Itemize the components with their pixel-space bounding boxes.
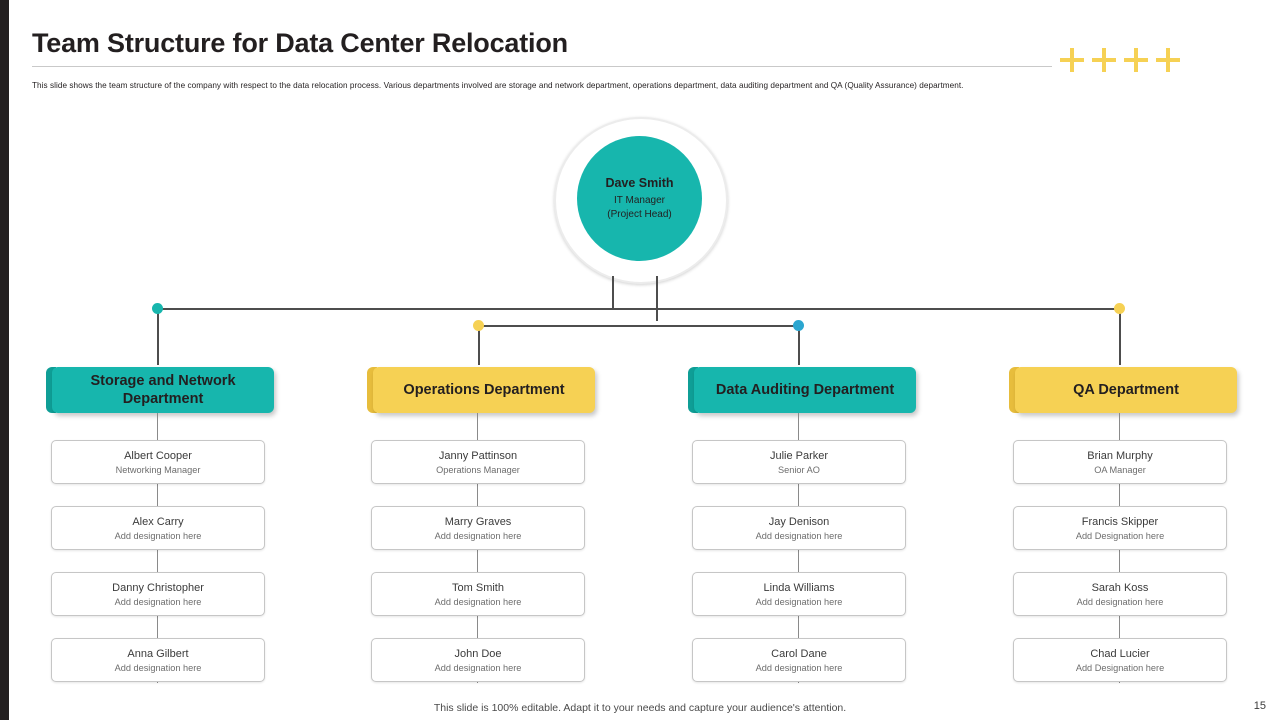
department-title-2: Operations Department <box>403 382 565 398</box>
member-role: Add designation here <box>1076 596 1164 607</box>
member-role: Add Designation here <box>1075 530 1165 541</box>
plus-icon-2 <box>1092 48 1116 72</box>
member-card-2-3[interactable]: Tom Smith Add designation here <box>371 572 585 616</box>
root-node: Dave Smith IT Manager (Project Head) <box>577 136 702 261</box>
connector-drop-2 <box>478 326 480 365</box>
member-name: Tom Smith <box>452 581 504 594</box>
member-role: Add designation here <box>114 530 202 541</box>
member-name: Chad Lucier <box>1090 647 1150 660</box>
connector-bus-upper <box>157 308 1119 310</box>
node-dot-1 <box>152 303 163 314</box>
member-card-3-1[interactable]: Julie Parker Senior AO <box>692 440 906 484</box>
member-card-2-2[interactable]: Marry Graves Add designation here <box>371 506 585 550</box>
member-name: Jay Denison <box>768 515 830 528</box>
member-name: John Doe <box>454 647 502 660</box>
member-card-1-1[interactable]: Albert Cooper Networking Manager <box>51 440 265 484</box>
connector-drop-1 <box>157 309 159 365</box>
root-role-line1: IT Manager <box>614 194 665 206</box>
member-name: Anna Gilbert <box>127 647 189 660</box>
department-title-4: QA Department <box>1073 382 1179 398</box>
member-name: Albert Cooper <box>124 449 192 462</box>
member-name: Brian Murphy <box>1087 449 1153 462</box>
node-dot-4 <box>1114 303 1125 314</box>
member-card-1-4[interactable]: Anna Gilbert Add designation here <box>51 638 265 682</box>
member-card-3-3[interactable]: Linda Williams Add designation here <box>692 572 906 616</box>
member-card-4-4[interactable]: Chad Lucier Add Designation here <box>1013 638 1227 682</box>
department-title-1: Storage and Network Department <box>90 373 236 407</box>
plus-decoration-group <box>1060 48 1188 76</box>
dept-tab-2 <box>367 367 377 413</box>
root-role-line2: (Project Head) <box>607 208 672 220</box>
member-role: Add Designation here <box>1075 662 1165 673</box>
member-name: Carol Dane <box>771 647 827 660</box>
member-card-2-1[interactable]: Janny Pattinson Operations Manager <box>371 440 585 484</box>
connector-drop-3 <box>798 326 800 365</box>
member-role: Add designation here <box>755 662 843 673</box>
node-dot-3 <box>793 320 804 331</box>
title-divider <box>32 66 1052 67</box>
plus-icon-3 <box>1124 48 1148 72</box>
member-name: Janny Pattinson <box>438 449 518 462</box>
member-card-4-2[interactable]: Francis Skipper Add Designation here <box>1013 506 1227 550</box>
member-card-3-4[interactable]: Carol Dane Add designation here <box>692 638 906 682</box>
member-role: Add designation here <box>434 530 522 541</box>
department-header-2[interactable]: Operations Department <box>373 367 595 413</box>
member-card-3-2[interactable]: Jay Denison Add designation here <box>692 506 906 550</box>
dept-tab-3 <box>688 367 698 413</box>
plus-icon-1 <box>1060 48 1084 72</box>
page-title: Team Structure for Data Center Relocatio… <box>32 28 568 58</box>
connector-drop-4 <box>1119 309 1121 365</box>
connector-bus-lower <box>478 325 799 327</box>
member-name: Sarah Koss <box>1091 581 1149 594</box>
connector-root-stem-left <box>612 276 614 309</box>
member-card-4-3[interactable]: Sarah Koss Add designation here <box>1013 572 1227 616</box>
page-number: 15 <box>1253 700 1266 712</box>
dept-tab-1 <box>46 367 56 413</box>
member-role: Add designation here <box>755 530 843 541</box>
member-name: Danny Christopher <box>112 581 204 594</box>
member-card-1-2[interactable]: Alex Carry Add designation here <box>51 506 265 550</box>
member-name: Francis Skipper <box>1081 515 1159 528</box>
department-title-3: Data Auditing Department <box>715 382 895 398</box>
member-name: Alex Carry <box>132 515 184 528</box>
member-name: Linda Williams <box>763 581 835 594</box>
member-name: Marry Graves <box>444 515 512 528</box>
node-dot-2 <box>473 320 484 331</box>
department-header-3[interactable]: Data Auditing Department <box>694 367 916 413</box>
root-name: Dave Smith <box>605 175 674 190</box>
member-role: Operations Manager <box>436 464 520 475</box>
member-card-2-4[interactable]: John Doe Add designation here <box>371 638 585 682</box>
member-role: Add designation here <box>434 662 522 673</box>
member-name: Julie Parker <box>769 449 829 462</box>
connector-root-stem-right <box>656 276 658 321</box>
department-header-4[interactable]: QA Department <box>1015 367 1237 413</box>
member-role: OA Manager <box>1094 464 1146 475</box>
department-header-1[interactable]: Storage and Network Department <box>52 367 274 413</box>
member-role: Add designation here <box>114 662 202 673</box>
member-role: Add designation here <box>114 596 202 607</box>
plus-icon-4 <box>1156 48 1180 72</box>
member-card-4-1[interactable]: Brian Murphy OA Manager <box>1013 440 1227 484</box>
dept-tab-4 <box>1009 367 1019 413</box>
left-accent-bar <box>0 0 9 720</box>
member-role: Add designation here <box>434 596 522 607</box>
member-role: Networking Manager <box>115 464 201 475</box>
member-role: Add designation here <box>755 596 843 607</box>
member-card-1-3[interactable]: Danny Christopher Add designation here <box>51 572 265 616</box>
member-role: Senior AO <box>778 464 820 475</box>
slide-description: This slide shows the team structure of t… <box>32 81 964 90</box>
footer-note: This slide is 100% editable. Adapt it to… <box>433 702 847 714</box>
